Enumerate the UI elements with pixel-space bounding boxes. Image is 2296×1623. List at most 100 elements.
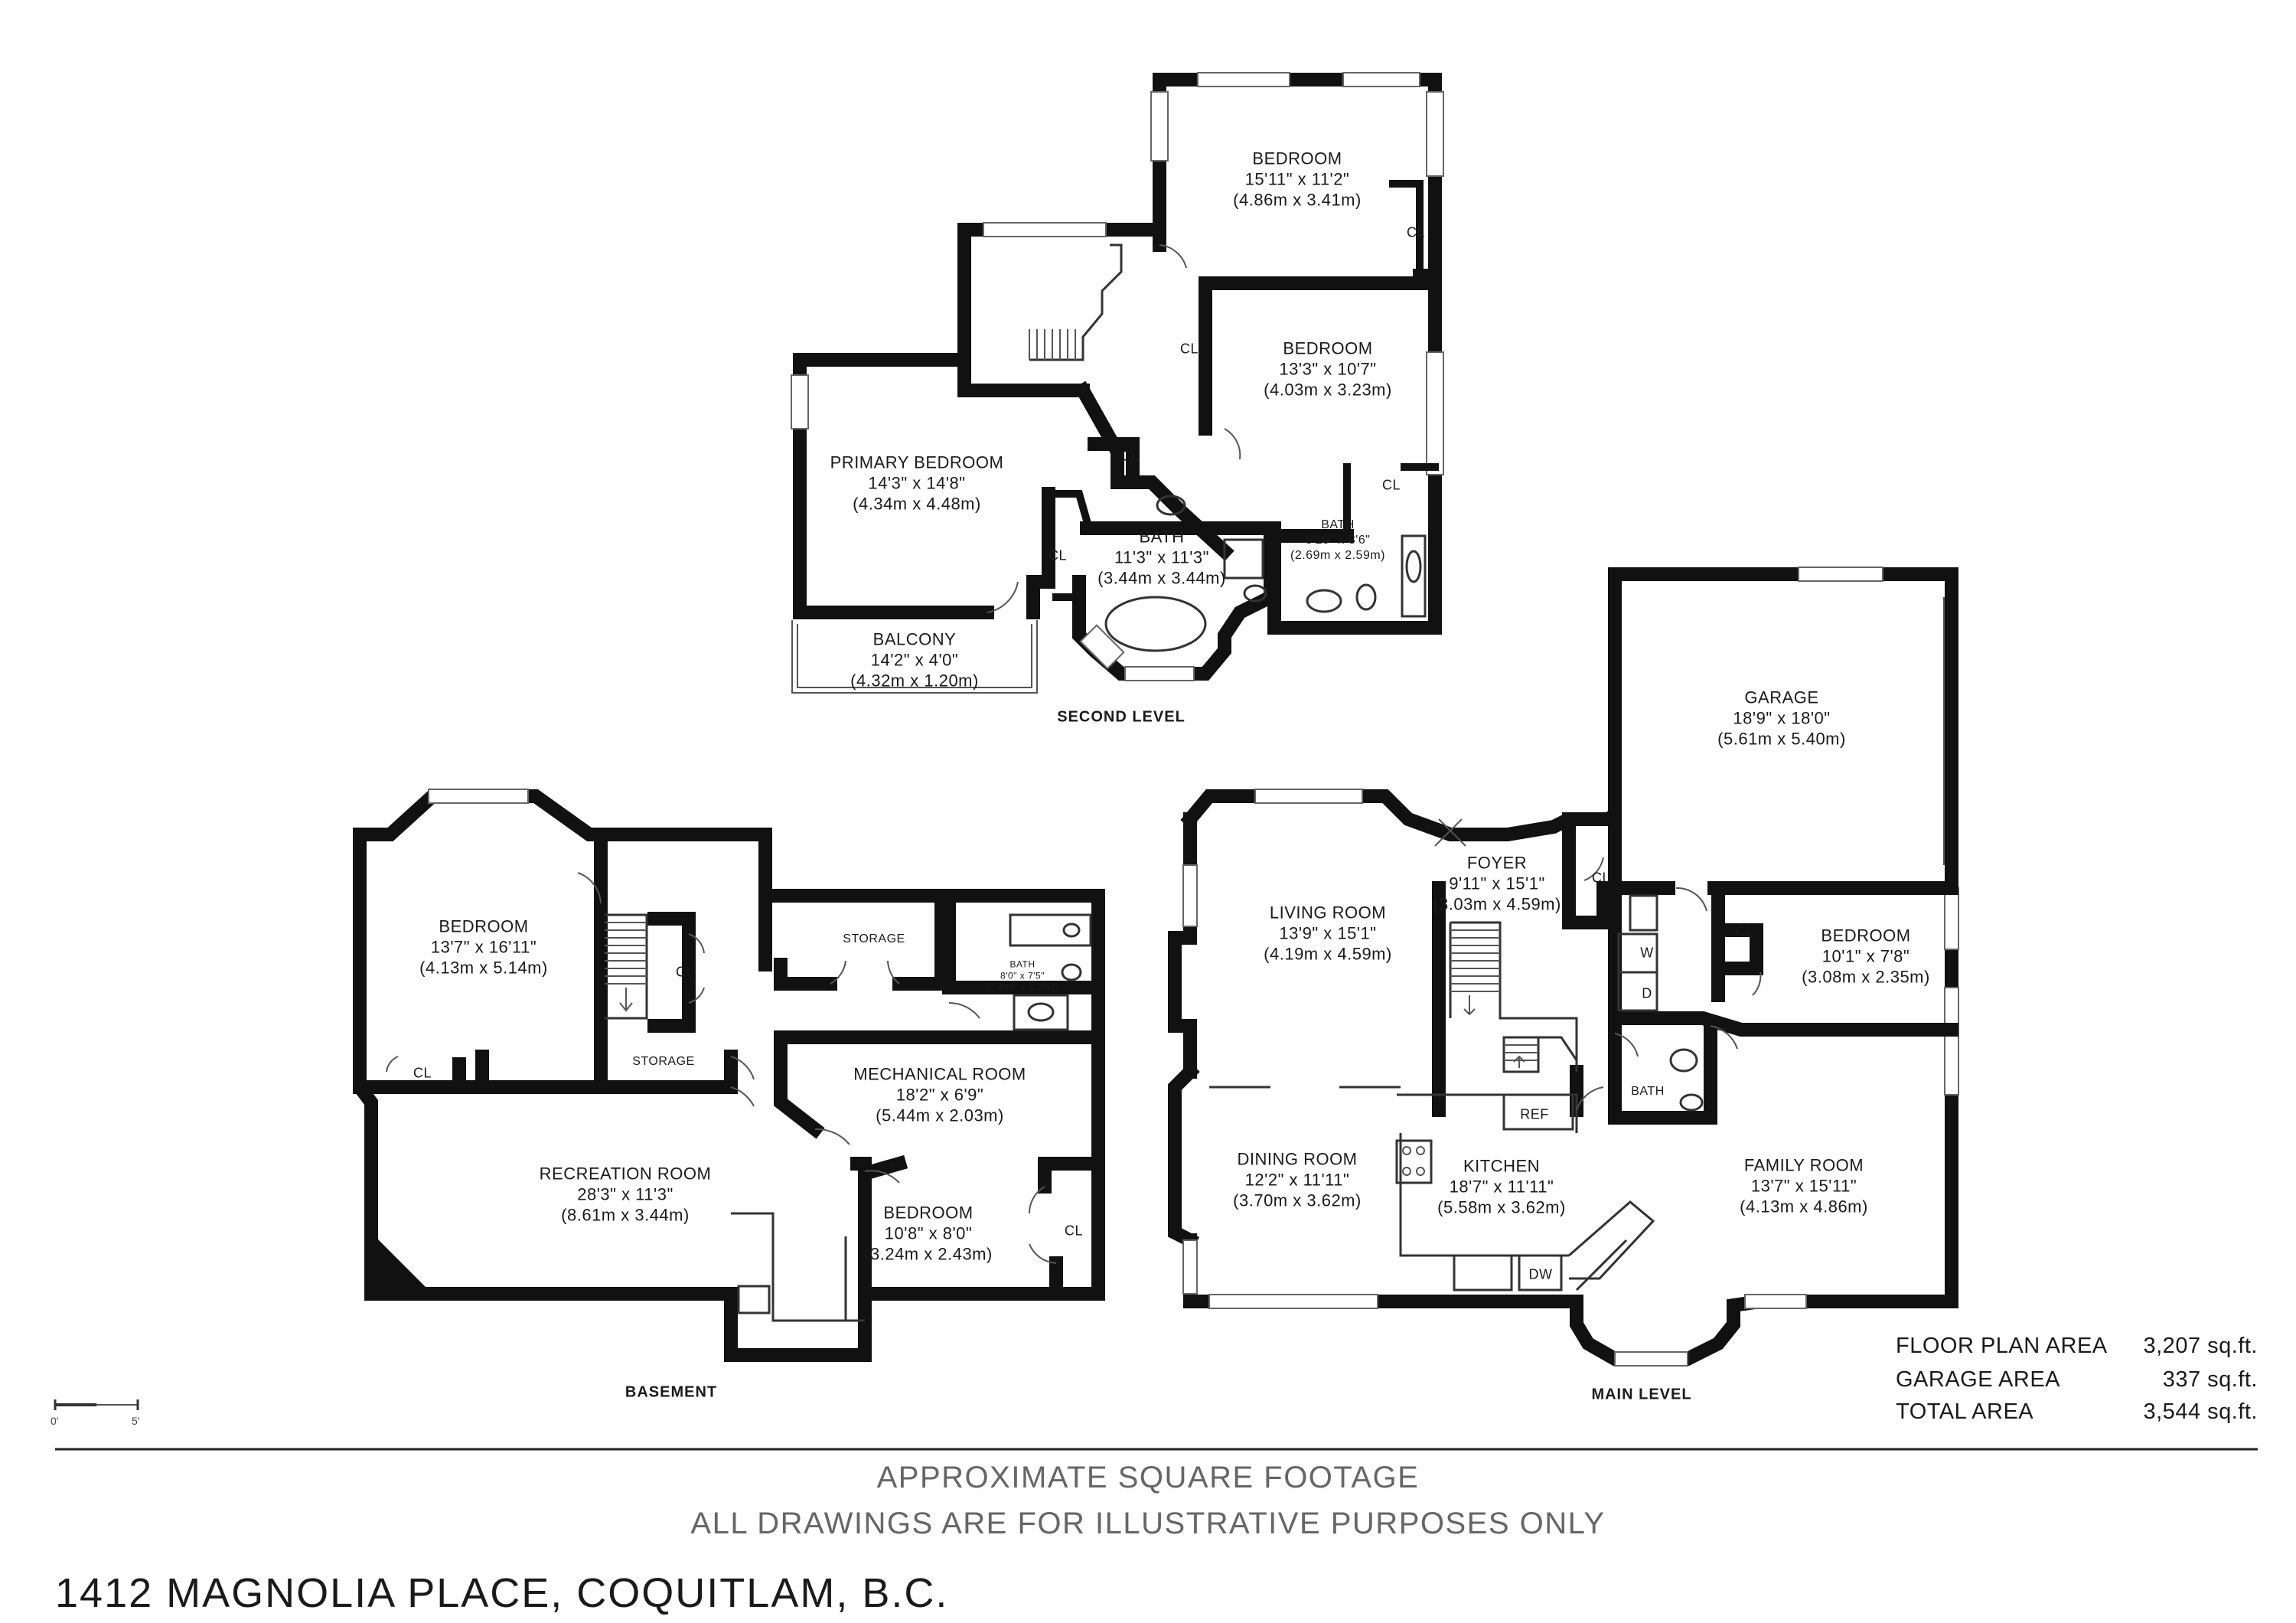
room-dimensions-metric: (5.44m x 2.03m)	[876, 1105, 1004, 1125]
room-name: BATH	[1631, 1085, 1665, 1098]
room-name: FAMILY ROOM	[1743, 1155, 1864, 1175]
room-dimensions-imperial: 9'11" x 15'1"	[1449, 874, 1545, 893]
room-dimensions-metric: (4.03m x 3.23m)	[1264, 380, 1392, 400]
room-label-family-room: FAMILY ROOM 13'7" x 15'11" (4.13m x 4.86…	[1740, 1155, 1868, 1217]
second-level-plan	[791, 72, 1444, 694]
level-title-second: SECOND LEVEL	[1057, 708, 1186, 726]
area-value: 3,544 sq.ft.	[2143, 1399, 2258, 1424]
room-dimensions-metric: (2.69m x 2.59m)	[1290, 549, 1385, 562]
closet-label: CL	[1048, 547, 1068, 563]
area-label: TOTAL AREA	[1896, 1399, 2034, 1424]
room-name: KITCHEN	[1463, 1156, 1541, 1176]
corner-fill	[371, 1233, 432, 1294]
room-dimensions-imperial: 10'8" x 8'0"	[884, 1223, 973, 1243]
room-label-mechanical-room: MECHANICAL ROOM 18'2" x 6'9" (5.44m x 2.…	[853, 1064, 1026, 1126]
room-label-kitchen: KITCHEN 18'7" x 11'11" (5.58m x 3.62m)	[1437, 1156, 1566, 1218]
room-label-balcony: BALCONY 14'2" x 4'0" (4.32m x 1.20m)	[850, 629, 979, 691]
window	[1124, 666, 1195, 681]
room-label-basement-bedroom-2: BEDROOM 10'8" x 8'0" (3.24m x 2.43m)	[864, 1203, 993, 1265]
room-label-dining-room: DINING ROOM 12'2" x 11'11" (3.70m x 3.62…	[1233, 1149, 1362, 1211]
room-dimensions-metric: (4.34m x 4.48m)	[853, 494, 981, 514]
room-dimensions-imperial: 15'11" x 11'2"	[1244, 169, 1350, 189]
room-label-basement-bath: BATH 8'0" x 7'5" (2.43m x 2.30m)	[987, 959, 1059, 994]
room-dimensions-metric: (5.61m x 5.40m)	[1717, 729, 1846, 749]
closet-label: CL	[1179, 341, 1199, 357]
area-value: 337 sq.ft.	[2162, 1367, 2258, 1392]
window	[1254, 789, 1363, 804]
scale-start-label: 0'	[51, 1415, 59, 1427]
window	[791, 374, 809, 429]
closet-label: CL	[1064, 1223, 1084, 1239]
disclaimer-line-1: APPROXIMATE SQUARE FOOTAGE	[876, 1461, 1420, 1494]
window	[1150, 91, 1169, 162]
room-label-basement-storage-1: STORAGE	[843, 932, 905, 947]
dryer-label: D	[1642, 985, 1652, 1001]
closet-label: CL	[413, 1065, 432, 1081]
sink-icon	[1453, 1254, 1513, 1292]
room-dimensions-imperial: 18'2" x 6'9"	[895, 1085, 984, 1105]
room-dimensions-metric: (4.19m x 4.59m)	[1264, 944, 1392, 964]
window	[1744, 1294, 1807, 1309]
room-dimensions-imperial: 14'3" x 14'8"	[868, 473, 966, 493]
room-dimensions-metric: (3.24m x 2.43m)	[864, 1244, 993, 1264]
room-dimensions-imperial: 8'0" x 7'5"	[1000, 970, 1045, 981]
dryer-icon	[1617, 971, 1658, 1012]
room-label-primary-bedroom: PRIMARY BEDROOM 14'3" x 14'8" (4.34m x 4…	[830, 452, 1004, 514]
area-label: GARAGE AREA	[1896, 1367, 2061, 1392]
toilet-icon	[1355, 583, 1377, 611]
bathtub-icon	[1405, 550, 1422, 583]
room-dimensions-imperial: 12'2" x 11'11"	[1244, 1170, 1350, 1190]
room-dimensions-imperial: 28'3" x 11'3"	[577, 1184, 673, 1204]
room-dimensions-imperial: 13'9" x 15'1"	[1279, 923, 1377, 943]
level-title-main: MAIN LEVEL	[1591, 1386, 1692, 1403]
dishwasher-label: DW	[1528, 1266, 1553, 1282]
closet-label: CL	[1406, 224, 1426, 240]
area-value: 3,207 sq.ft.	[2143, 1334, 2258, 1358]
room-name: STORAGE	[843, 932, 905, 945]
room-label-basement-storage-2: STORAGE	[632, 1054, 694, 1069]
room-name: BATH	[1321, 518, 1355, 531]
ref-label: REF	[1520, 1106, 1549, 1122]
closet-label: CL	[1735, 924, 1755, 940]
room-name: BEDROOM	[1821, 926, 1911, 945]
sink-icon	[1629, 894, 1658, 932]
window	[1079, 624, 1125, 670]
main-level-plan	[1168, 567, 1959, 1367]
room-name: LIVING ROOM	[1269, 903, 1387, 923]
room-dimensions-metric: (4.13m x 4.86m)	[1740, 1197, 1868, 1216]
closet-label: CL	[1120, 448, 1140, 464]
room-name: STORAGE	[632, 1055, 695, 1068]
level-title-basement: BASEMENT	[625, 1383, 718, 1401]
room-label-garage: GARAGE 18'9" x 18'0" (5.61m x 5.40m)	[1717, 687, 1846, 749]
window	[1944, 987, 1959, 1096]
room-dimensions-metric: (3.08m x 2.35m)	[1802, 967, 1930, 987]
dishwasher-icon	[1518, 1254, 1563, 1292]
window	[983, 222, 1107, 237]
window	[1208, 1294, 1378, 1309]
room-name: BATH	[1139, 527, 1185, 547]
sink-icon	[1306, 589, 1342, 613]
room-label-second-bath-small: BATH 8'10" x 8'6" (2.69m x 2.59m)	[1290, 518, 1385, 563]
closet-label: CL	[1591, 870, 1611, 886]
sink-icon	[1027, 1002, 1055, 1022]
washer-label: W	[1640, 945, 1654, 961]
room-dimensions-imperial: 18'9" x 18'0"	[1733, 708, 1831, 728]
room-dimensions-metric: (4.86m x 3.41m)	[1233, 190, 1362, 210]
room-label-main-bedroom: BEDROOM 10'1" x 7'8" (3.08m x 2.35m)	[1802, 926, 1930, 988]
toilet-icon	[1061, 963, 1082, 981]
bathtub-icon	[1009, 913, 1092, 947]
room-label-main-bath: BATH	[1631, 1084, 1664, 1099]
room-dimensions-metric: (5.58m x 3.62m)	[1437, 1197, 1566, 1217]
disclaimer-line-2: ALL DRAWINGS ARE FOR ILLUSTRATIVE PURPOS…	[690, 1507, 1606, 1540]
room-dimensions-metric: (4.32m x 1.20m)	[850, 671, 979, 691]
stove-icon	[1395, 1139, 1433, 1184]
room-name: FOYER	[1466, 853, 1528, 873]
room-dimensions-metric: (3.03m x 4.59m)	[1433, 894, 1561, 914]
toilet-icon	[1679, 1093, 1704, 1112]
room-name: RECREATION ROOM	[539, 1164, 712, 1184]
room-label-second-bath-main: BATH 11'3" x 11'3" (3.44m x 3.44m)	[1097, 527, 1226, 589]
toilet-icon	[1243, 584, 1267, 603]
room-name: MECHANICAL ROOM	[853, 1064, 1026, 1084]
window	[1614, 1351, 1688, 1367]
